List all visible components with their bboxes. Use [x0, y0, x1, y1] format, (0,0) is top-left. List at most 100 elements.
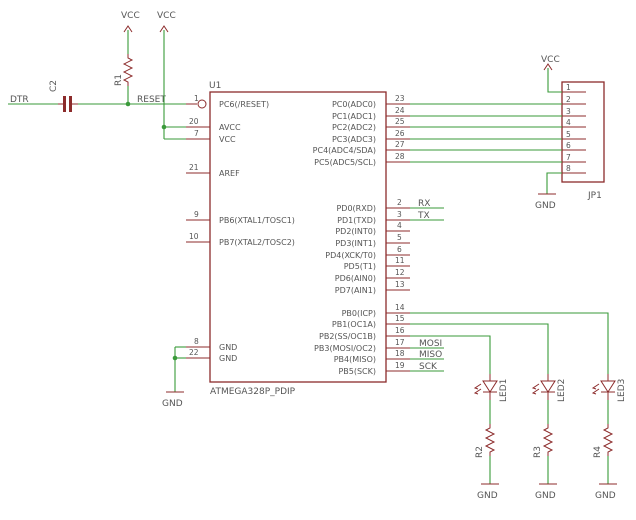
jp1-pin-num: 7	[566, 153, 571, 162]
vcc-arrow-icon	[543, 63, 553, 71]
vcc-symbol-r1: VCC	[121, 11, 140, 33]
led1-wire	[410, 335, 491, 374]
pin-name: PC6(/RESET)	[219, 100, 269, 109]
pin-name: VCC	[219, 135, 236, 144]
pin-name: GND	[219, 354, 237, 363]
r2-body	[484, 424, 496, 456]
r1-body	[122, 54, 134, 86]
c2-label: C2	[49, 80, 59, 92]
pin-name: PD6(AIN0)	[335, 274, 376, 283]
r3-label: R3	[533, 446, 543, 458]
pin-num: 19	[395, 361, 405, 370]
resistor-r4[interactable]: R4	[593, 424, 614, 458]
pin-num: 6	[397, 245, 402, 254]
r4-body	[602, 424, 614, 456]
pin-name: PD3(INT1)	[335, 239, 376, 248]
pin-num: 5	[397, 233, 402, 242]
vcc-symbol-jp1: VCC	[541, 55, 560, 71]
pin-num: 18	[395, 349, 405, 358]
pin-num: 1	[194, 94, 199, 103]
pin-name: PC4(ADC4/SDA)	[313, 146, 376, 155]
pin-name: PC2(ADC2)	[332, 123, 376, 132]
led2-triangle-icon	[540, 380, 556, 393]
pin-name: PC3(ADC3)	[332, 135, 376, 144]
led-led3[interactable]: LED3	[591, 374, 627, 402]
vcc-label: VCC	[157, 11, 176, 21]
led-led1[interactable]: LED1	[473, 374, 509, 402]
pin-name: PD1(TXD)	[337, 216, 376, 225]
led1-triangle-icon	[482, 380, 498, 393]
pin-name: PB5(SCK)	[338, 367, 376, 376]
reset-inversion-bubble	[197, 99, 207, 109]
pin-name: PB1(OC1A)	[332, 320, 376, 329]
pin-num: 4	[397, 221, 402, 230]
reset-net-label: RESET	[137, 95, 166, 105]
tx-net-label: TX	[417, 211, 430, 221]
dtr-net-label: DTR	[10, 95, 29, 105]
pin-num: 21	[189, 163, 199, 172]
pin-name: PD0(RXD)	[336, 204, 376, 213]
gnd-junction	[172, 355, 178, 361]
r1-label: R1	[114, 74, 124, 86]
led-led2[interactable]: LED2	[531, 374, 567, 402]
vcc-junction	[161, 124, 167, 130]
pin-num: 9	[194, 210, 199, 219]
vcc-arrow-icon	[123, 25, 133, 33]
led1-light-arrows-icon	[473, 383, 482, 395]
vcc-label: VCC	[541, 55, 560, 65]
pin-name: PB7(XTAL2/TOSC2)	[219, 238, 295, 247]
pin-name: PB0(ICP)	[342, 309, 376, 318]
pin-name: PD4(XCK/T0)	[325, 251, 376, 260]
resistor-r1[interactable]: R1	[114, 54, 134, 86]
pin-num: 25	[395, 117, 405, 126]
pin-num: 3	[397, 210, 402, 219]
gnd-symbol-jp1: GND	[535, 193, 556, 211]
r3-body	[542, 424, 554, 456]
pin-num: 15	[395, 314, 405, 323]
led2-wire	[410, 323, 549, 374]
led2-light-arrows-icon	[531, 383, 540, 395]
pin-num: 27	[395, 140, 405, 149]
gnd-symbol-r4: GND	[595, 483, 617, 501]
c2-plate-right	[69, 96, 72, 112]
pin-name: PB4(MISO)	[334, 355, 376, 364]
pin-name: PB3(MOSI/OC2)	[314, 344, 376, 353]
jp1-gnd-wire	[546, 172, 562, 194]
rx-net-label: RX	[418, 199, 430, 209]
mcu-u1[interactable]: U1 ATMEGA328P_PDIP 1 20 7 21 9 10 8 22 P…	[186, 81, 410, 397]
gnd-label: GND	[595, 491, 616, 501]
pin-num: 22	[189, 348, 199, 357]
pin-num: 2	[397, 198, 402, 207]
jp1-pin-num: 8	[566, 164, 571, 173]
pin-num: 17	[395, 338, 405, 347]
gnd-label: GND	[477, 491, 498, 501]
pin-name: PB6(XTAL1/TOSC1)	[219, 216, 295, 225]
header-jp1[interactable]: JP1 1 2 3 4 5 6 7 8	[561, 81, 605, 201]
reset-circuit: DTR C2 RESET R1 VCC VCC	[8, 11, 186, 140]
pin-name: AVCC	[219, 123, 241, 132]
miso-net-label: MISO	[419, 350, 442, 360]
pin-num: 16	[395, 326, 405, 335]
led1-label: LED1	[499, 379, 509, 402]
capacitor-c2[interactable]: C2	[49, 80, 78, 112]
resistor-r2[interactable]: R2	[475, 424, 496, 458]
vcc-label: VCC	[121, 11, 140, 21]
gnd-symbol-r3: GND	[535, 483, 557, 501]
pin-name: GND	[219, 343, 237, 352]
pin-name: AREF	[219, 169, 240, 178]
gnd-symbol-r2: GND	[477, 483, 499, 501]
jp1-pin-num: 3	[566, 107, 571, 116]
pin-num: 11	[395, 256, 405, 265]
pin-num: 10	[189, 232, 199, 241]
mcu-body	[209, 91, 387, 383]
pin-name: PC0(ADC0)	[332, 100, 376, 109]
jp1-pin-num: 6	[566, 141, 571, 150]
pin-num: 12	[395, 268, 405, 277]
jp1-pin-num: 4	[566, 118, 571, 127]
pin-name: PD7(AIN1)	[335, 286, 376, 295]
jp1-vcc-wire	[547, 68, 562, 93]
led3-label: LED3	[617, 379, 627, 402]
resistor-r3[interactable]: R3	[533, 424, 554, 458]
mcu-ref-label: U1	[209, 81, 221, 91]
